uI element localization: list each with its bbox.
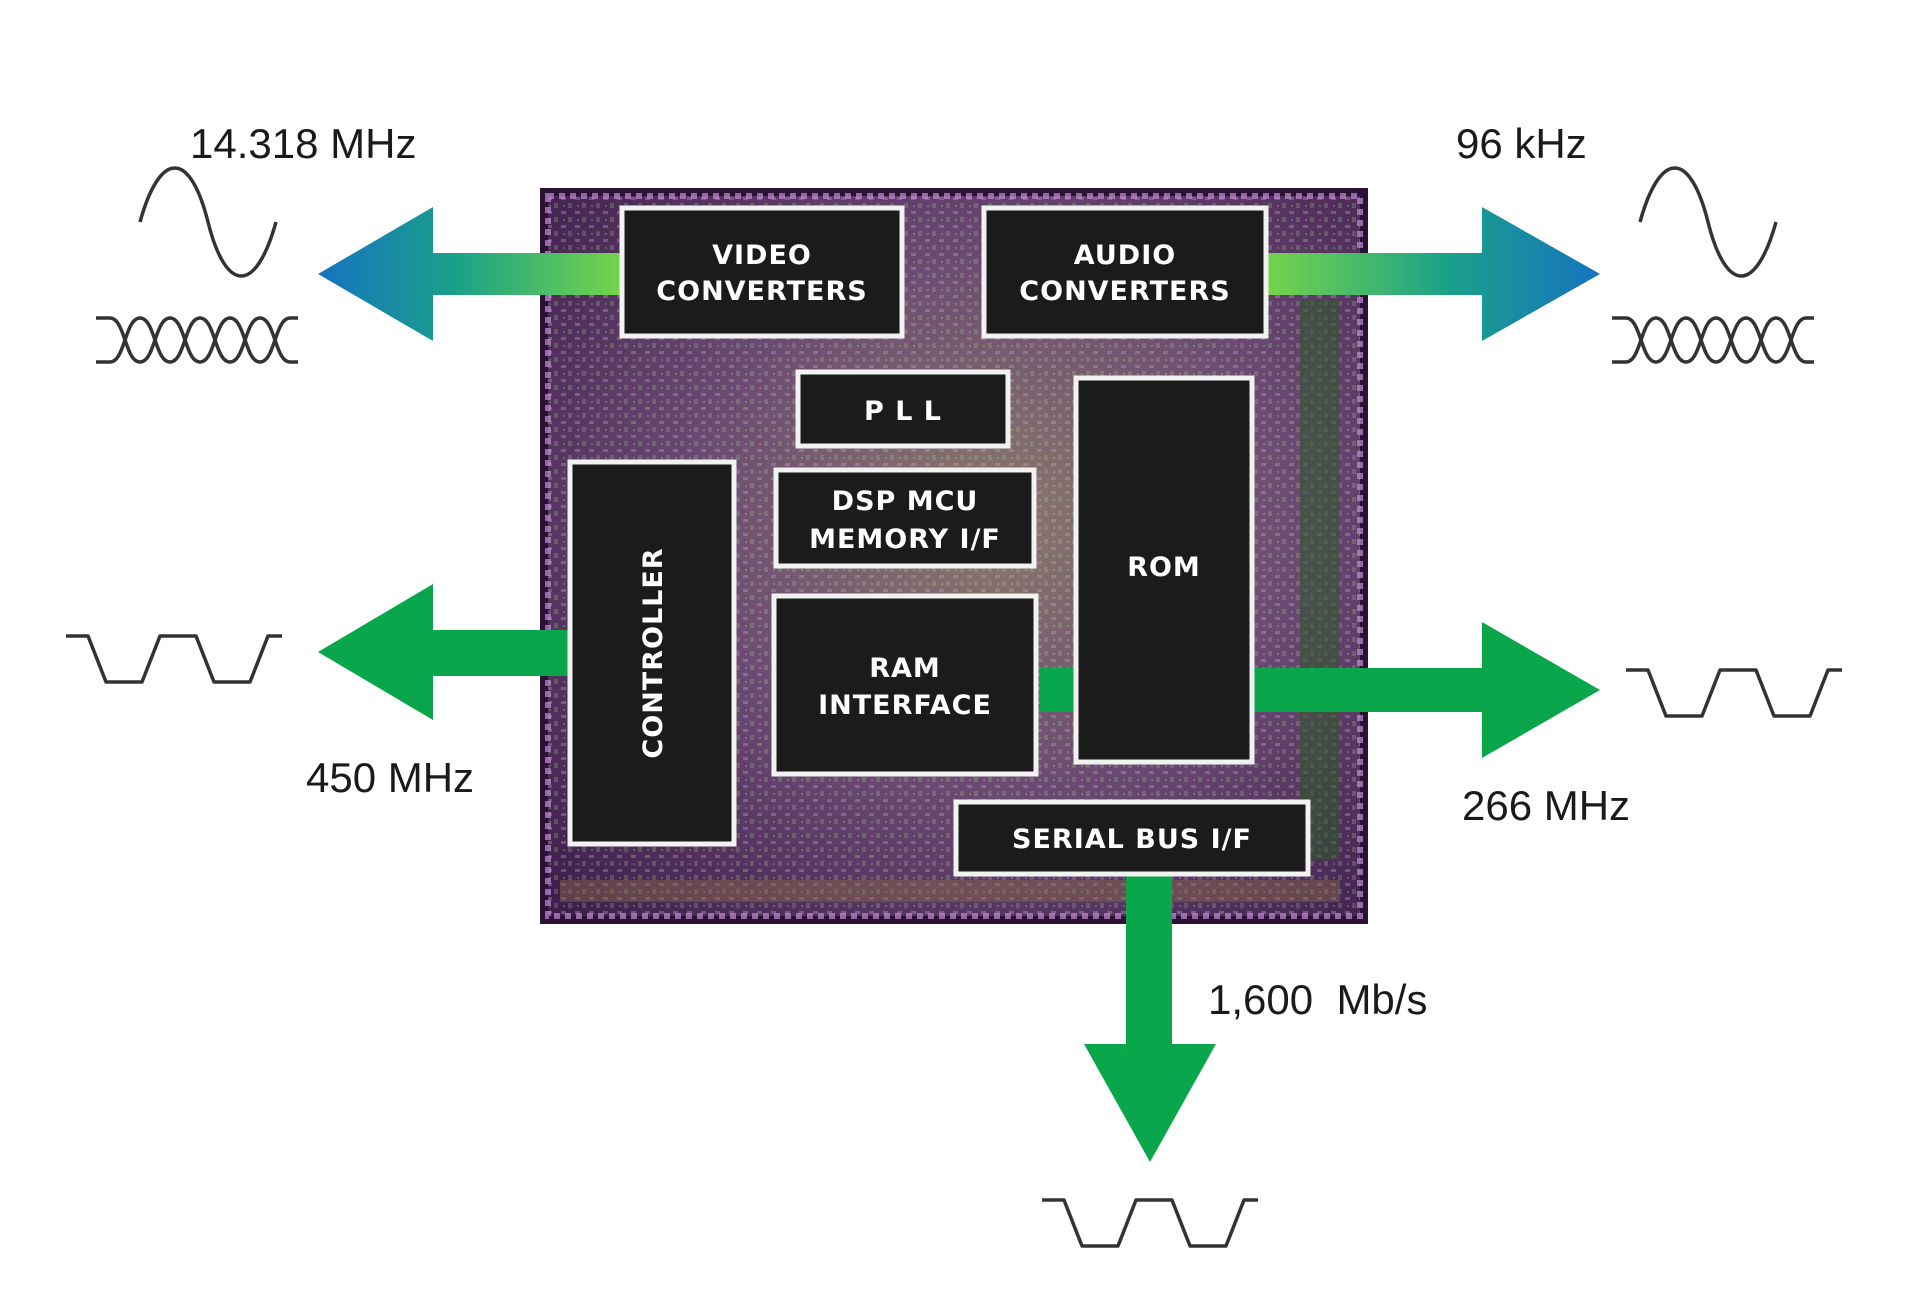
block-pll-label: P L L bbox=[864, 396, 942, 427]
block-ram-line2: INTERFACE bbox=[818, 690, 992, 721]
block-rom-label: ROM bbox=[1127, 552, 1201, 583]
square-wave-icon-controller bbox=[66, 634, 282, 684]
square-wave-icon-ram bbox=[1626, 668, 1842, 718]
block-dsp-line2: MEMORY I/F bbox=[809, 524, 1001, 555]
label-controller-freq: 450 MHz bbox=[306, 754, 474, 801]
arrow-video-out bbox=[318, 207, 620, 341]
block-audio-line2: CONVERTERS bbox=[1019, 276, 1230, 307]
block-video-converters: VIDEO CONVERTERS bbox=[619, 205, 905, 339]
arrow-audio-out bbox=[1268, 207, 1600, 341]
block-controller: CONTROLLER bbox=[567, 459, 737, 847]
block-controller-label: CONTROLLER bbox=[638, 547, 669, 758]
block-video-line2: CONVERTERS bbox=[656, 276, 867, 307]
block-ram-interface: RAM INTERFACE bbox=[771, 593, 1039, 777]
block-audio-converters: AUDIO CONVERTERS bbox=[981, 205, 1269, 339]
block-serial-bus-if: SERIAL BUS I/F bbox=[953, 799, 1311, 877]
block-video-line1: VIDEO bbox=[712, 240, 812, 271]
eye-pattern-icon-left bbox=[96, 316, 298, 364]
label-audio-freq: 96 kHz bbox=[1456, 120, 1587, 167]
label-video-freq: 14.318 MHz bbox=[190, 120, 416, 167]
label-serial-rate: 1,600 Mb/s bbox=[1208, 976, 1427, 1023]
arrow-serial-out bbox=[1084, 870, 1216, 1162]
arrow-ram-out bbox=[1040, 622, 1600, 758]
block-serial-label: SERIAL BUS I/F bbox=[1012, 824, 1252, 855]
block-audio-line1: AUDIO bbox=[1074, 240, 1176, 271]
block-dsp-line1: DSP MCU bbox=[832, 486, 979, 517]
block-ram-line1: RAM bbox=[869, 653, 941, 684]
block-dsp-mcu-memory-if: DSP MCU MEMORY I/F bbox=[773, 467, 1037, 569]
sine-wave-icon-right bbox=[1638, 166, 1778, 278]
label-ram-freq: 266 MHz bbox=[1462, 782, 1630, 829]
sine-wave-icon-left bbox=[138, 166, 278, 278]
block-pll: P L L bbox=[795, 369, 1011, 449]
eye-pattern-icon-right bbox=[1612, 316, 1814, 364]
block-rom: ROM bbox=[1073, 375, 1255, 765]
square-wave-icon-serial bbox=[1042, 1198, 1258, 1248]
arrow-controller-out bbox=[318, 584, 568, 720]
